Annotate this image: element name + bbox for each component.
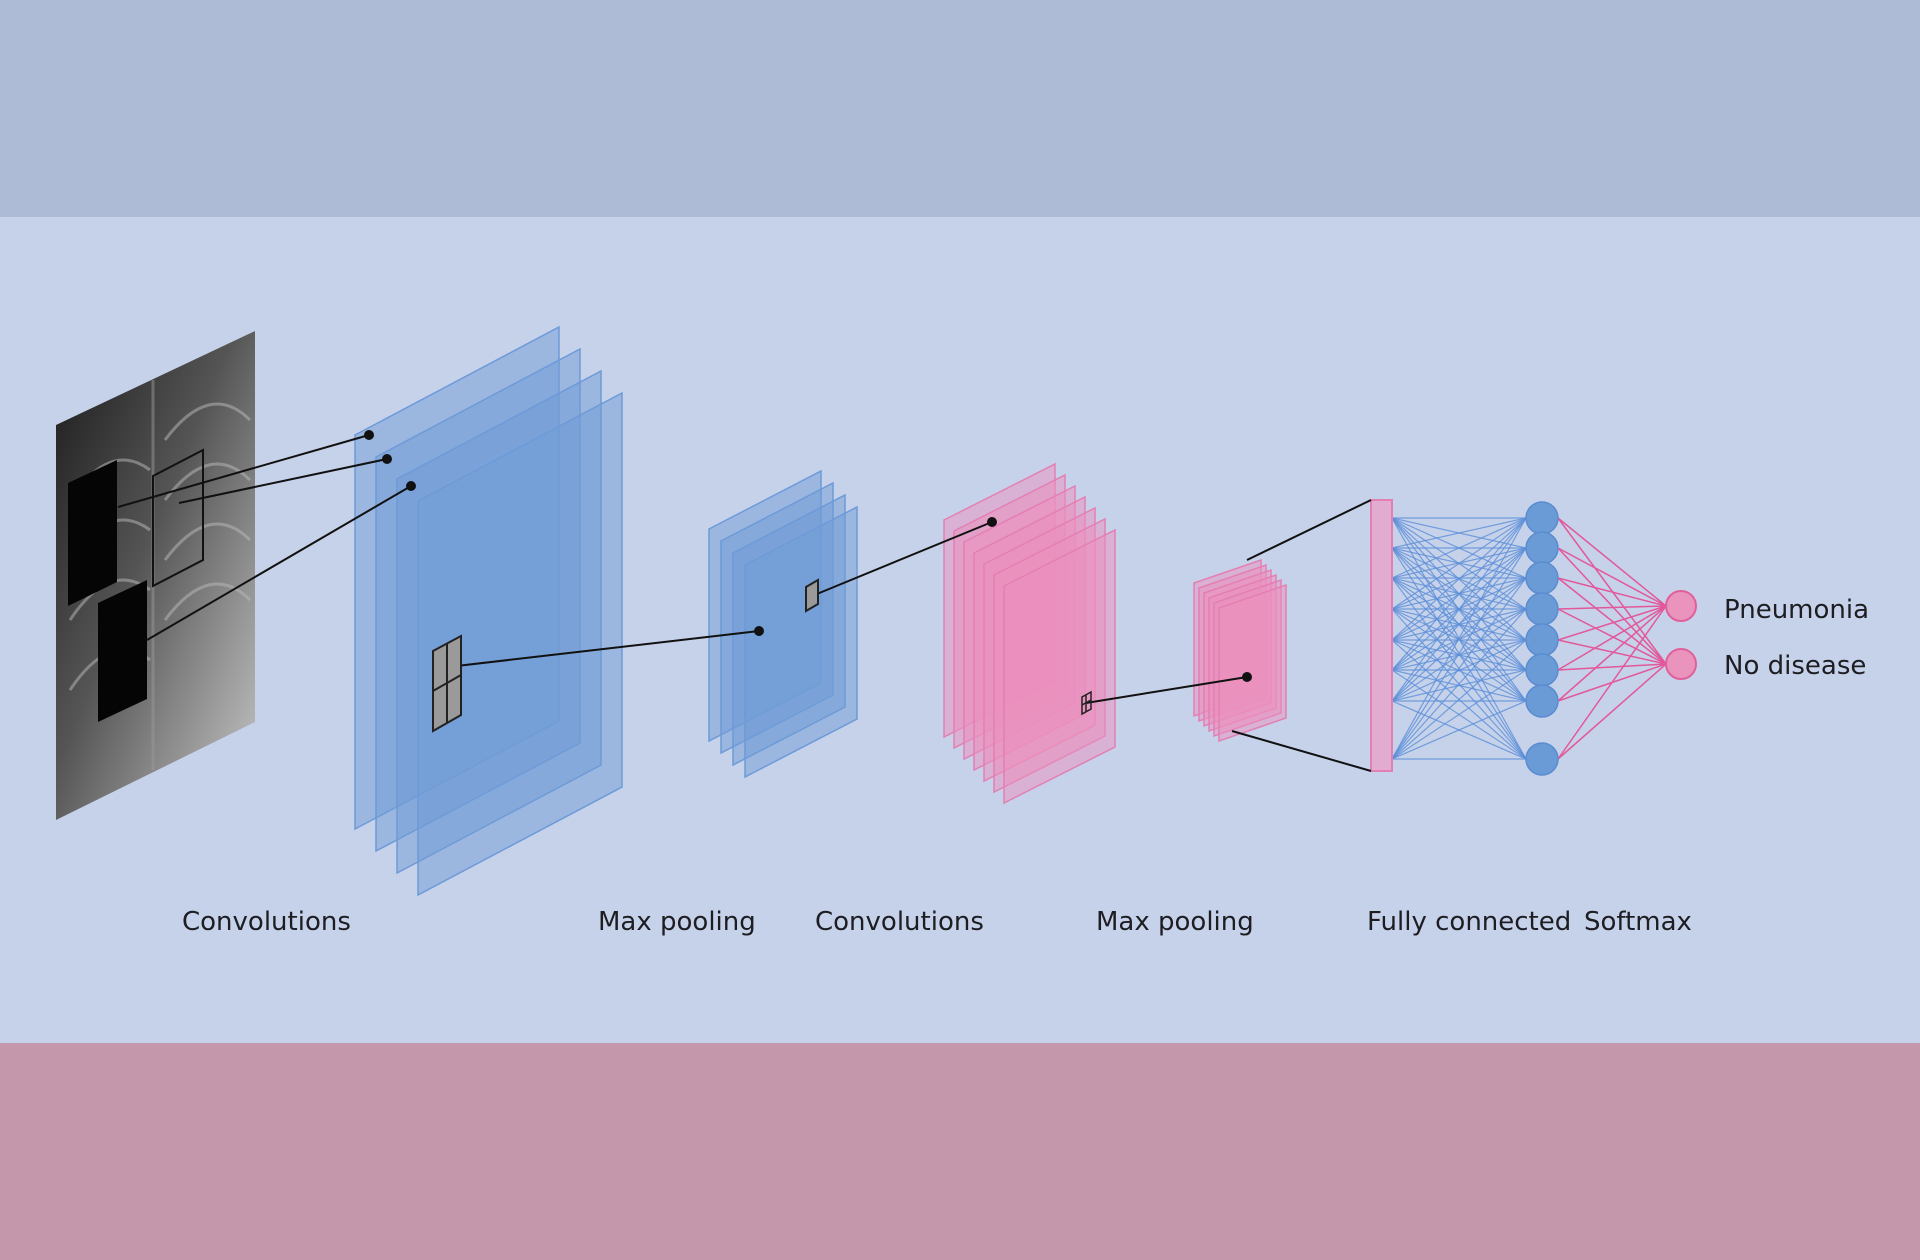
softmax-edge	[1557, 605, 1667, 760]
fc-edge	[1391, 669, 1527, 702]
kernel-pool1	[805, 578, 819, 613]
xray-patch-2	[98, 580, 147, 722]
pool2-layers	[1193, 558, 1287, 743]
fc-node	[1525, 501, 1559, 535]
xray-patch-outline	[152, 448, 204, 588]
fc-node	[1525, 742, 1559, 776]
label-convolutions-1: Convolutions	[182, 907, 351, 937]
fc-edge	[1391, 517, 1527, 579]
output-nodes	[1665, 590, 1697, 680]
fc-edge	[1391, 517, 1527, 641]
softmax-edge	[1557, 663, 1667, 671]
softmax-edge	[1557, 605, 1667, 671]
fc-edge	[1391, 608, 1527, 760]
fc-edge	[1391, 700, 1527, 760]
label-max-pooling-1: Max pooling	[598, 907, 756, 937]
fc-node	[1525, 561, 1559, 595]
softmax-edge	[1557, 639, 1667, 665]
output-node	[1665, 590, 1697, 622]
bottom-band	[0, 1043, 1920, 1260]
fc-edge	[1391, 639, 1527, 702]
pool1-layers-feature-map	[744, 505, 858, 779]
fc-edge	[1391, 547, 1527, 702]
connector-line	[811, 521, 993, 597]
softmax-edge	[1557, 663, 1667, 760]
chest-xray-image	[56, 331, 255, 820]
connector-dot	[754, 626, 764, 636]
softmax-edge	[1557, 547, 1667, 607]
fc-node	[1525, 592, 1559, 626]
connector-line	[1246, 499, 1372, 561]
fc-node	[1525, 531, 1559, 565]
connector-line	[1231, 730, 1372, 772]
fc-node	[1525, 623, 1559, 657]
connector-dot	[987, 517, 997, 527]
label-fully-connected: Fully connected	[1367, 907, 1571, 937]
fc-node	[1525, 653, 1559, 687]
label-max-pooling-2: Max pooling	[1096, 907, 1254, 937]
fc-edge	[1391, 517, 1527, 549]
fc-edge	[1391, 547, 1527, 760]
fc-edge	[1391, 517, 1527, 671]
fc-edge	[1391, 669, 1527, 760]
pool2-layers-feature-map	[1218, 583, 1287, 743]
connector-dot	[406, 481, 416, 491]
softmax-edge	[1557, 608, 1667, 665]
conv1-layers	[354, 325, 623, 897]
fc-edge	[1391, 577, 1527, 760]
softmax-edge	[1557, 605, 1667, 610]
fc-node	[1525, 684, 1559, 718]
connector-line	[146, 485, 412, 641]
softmax-edge	[1557, 517, 1667, 607]
connector-line	[1085, 676, 1248, 704]
softmax-edge	[1557, 605, 1667, 702]
softmax-edge	[1557, 577, 1667, 607]
fc-edge	[1391, 517, 1527, 702]
fc-edge	[1391, 517, 1527, 610]
connector-lines	[117, 434, 1372, 772]
connector-dot	[1242, 672, 1252, 682]
softmax-edges	[1557, 517, 1667, 760]
kernel-conv1	[432, 634, 462, 733]
fc-edge	[1391, 639, 1527, 760]
conv1-layers-feature-map	[417, 391, 623, 897]
connector-line	[117, 434, 370, 508]
label-convolutions-2: Convolutions	[815, 907, 984, 937]
softmax-edge	[1557, 547, 1667, 665]
xray-patch-1	[68, 460, 117, 606]
connector-dot	[364, 430, 374, 440]
conv2-layers-feature-map	[1003, 528, 1116, 805]
output-label-pneumonia: Pneumonia	[1724, 595, 1869, 625]
fc-edges	[1391, 517, 1527, 760]
output-label-no-disease: No disease	[1724, 651, 1866, 681]
connector-line	[447, 630, 760, 668]
connector-dots	[364, 430, 1252, 682]
fc-edge	[1391, 608, 1527, 702]
connector-dot	[382, 454, 392, 464]
fc-edge	[1391, 517, 1527, 760]
kernel-conv2	[1081, 690, 1092, 716]
flatten-bar	[1370, 499, 1393, 772]
softmax-edge	[1557, 605, 1667, 641]
pool1-layers	[708, 469, 858, 779]
output-node	[1665, 648, 1697, 680]
label-softmax: Softmax	[1584, 907, 1692, 937]
softmax-edge	[1557, 577, 1667, 665]
softmax-edge	[1557, 517, 1667, 665]
connector-line	[178, 458, 388, 504]
fc-nodes	[1525, 501, 1559, 776]
conv2-layers	[943, 462, 1116, 805]
top-band	[0, 0, 1920, 217]
